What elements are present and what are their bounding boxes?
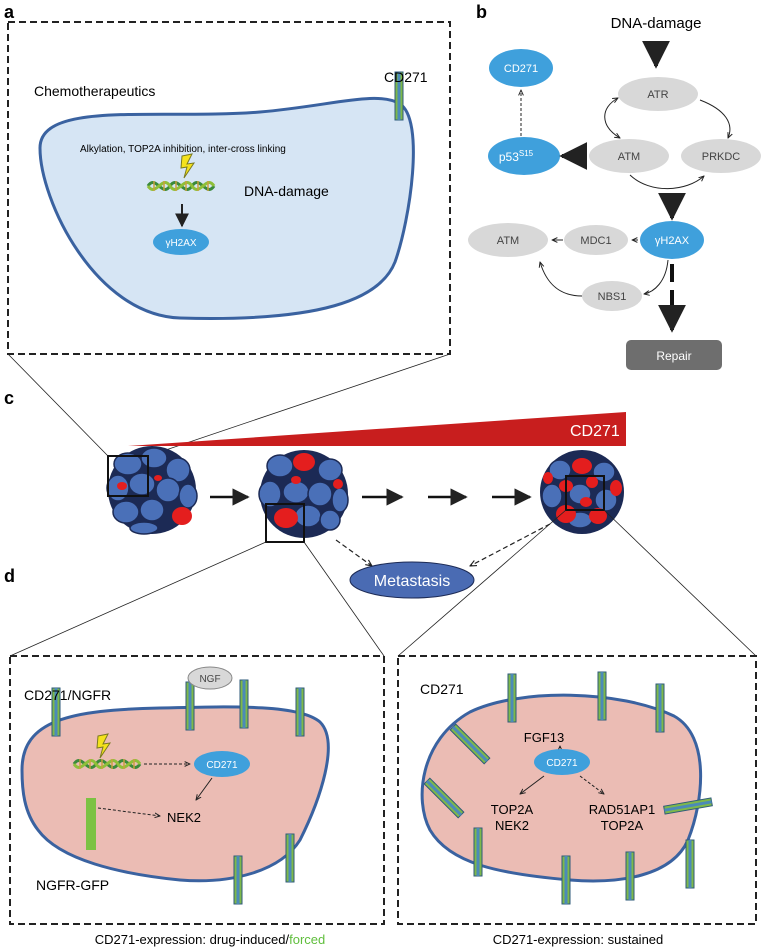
- prkdc-node: [681, 139, 761, 173]
- cd271-label-d-left: CD271: [206, 760, 238, 771]
- atm-label-2: ATM: [497, 235, 519, 247]
- receptor-icon: [597, 671, 607, 721]
- cd271-receptor-label: CD271: [384, 69, 428, 85]
- mdc1-node: [564, 225, 628, 255]
- target-right-2: TOP2A: [601, 818, 644, 833]
- cd271-gradient-label: CD271: [570, 423, 620, 440]
- metastasis-arrow-late: [470, 523, 551, 566]
- prkdc-label: PRKDC: [702, 151, 741, 163]
- zoom-box-mid: [265, 503, 305, 543]
- ngf-node: [187, 666, 233, 690]
- receptor-icon: [625, 851, 635, 901]
- ngfr-gfp-label: NGFR-GFP: [36, 877, 109, 893]
- caption-d-left: CD271-expression: drug-induced/forced: [95, 932, 326, 947]
- zoom-line-mid-left: [9, 541, 267, 657]
- atm-node: [589, 139, 669, 173]
- receptor-icon: [285, 833, 295, 883]
- nbs1-label: NBS1: [598, 291, 627, 303]
- atm-label: ATM: [618, 151, 640, 163]
- cd271-node-d-left: [194, 751, 250, 777]
- arrow-nbs1-atm: [540, 262, 583, 297]
- arrow-atr-prkdc: [699, 99, 730, 138]
- cell-body-d-left: [20, 705, 330, 883]
- caption-d-right: CD271-expression: sustained: [493, 932, 664, 947]
- zoom-box-early: [107, 455, 149, 497]
- panel-letter-b: b: [476, 2, 487, 22]
- nek2-label-d-left: NEK2: [167, 810, 201, 825]
- zoom-box-late: [565, 475, 605, 511]
- p53-node: [488, 137, 560, 175]
- receptor-icon: [685, 839, 695, 889]
- zoom-line-a-left: [7, 353, 109, 457]
- dna-damage-title: DNA-damage: [611, 15, 702, 32]
- metastasis-node: [349, 561, 475, 599]
- panel-letter-c: c: [4, 388, 14, 408]
- zoom-line-late-left: [397, 509, 567, 657]
- receptor-icon: [561, 855, 571, 905]
- cell-body-a: [38, 96, 415, 320]
- cd271-label-d-right: CD271: [546, 758, 578, 769]
- panel-a-frame: [7, 21, 451, 355]
- target-right-1: RAD51AP1: [589, 802, 655, 817]
- receptor-icon: [233, 855, 243, 905]
- cd271-node-b: [489, 49, 553, 87]
- gh2ax-label-a: γH2AX: [165, 238, 196, 249]
- metastasis-arrow-mid: [335, 539, 372, 566]
- tumor-early: [106, 446, 198, 535]
- repair-label: Repair: [656, 349, 691, 363]
- receptor-icon: [507, 673, 517, 723]
- tumor-late: [540, 450, 624, 534]
- cell-body-d-right: [420, 693, 703, 883]
- p53-label: p53S15: [499, 149, 534, 164]
- metastasis-label: Metastasis: [374, 573, 450, 590]
- cd271-label-b: CD271: [504, 63, 538, 75]
- panel-d-left-frame: [9, 655, 385, 925]
- panel-d-left-title: CD271/NGFR: [24, 687, 111, 703]
- receptor-icon: [239, 679, 249, 729]
- panel-letter-a: a: [4, 2, 15, 22]
- arrow-gfp-to-nek2: [97, 807, 160, 816]
- arrow-gh2ax-nbs1: [644, 259, 669, 294]
- gh2ax-label-b: γH2AX: [655, 235, 690, 247]
- gh2ax-node-a: [153, 229, 209, 255]
- zoom-line-a-right: [147, 353, 451, 457]
- receptor-icon: [473, 827, 483, 877]
- target-left-1: TOP2A: [491, 802, 534, 817]
- panel-d-right-title: CD271: [420, 681, 464, 697]
- atr-label: ATR: [647, 89, 668, 101]
- tumor-mid: [258, 450, 349, 538]
- gh2ax-node-b: [640, 221, 704, 259]
- arrow-cd271-to-left-targets: [520, 775, 545, 794]
- cd271-gradient-wedge: [128, 412, 626, 446]
- nbs1-node: [582, 281, 642, 311]
- atr-node: [618, 77, 698, 111]
- receptor-icon: [295, 687, 305, 737]
- mechanisms-label: Alkylation, TOP2A inhibition, inter-cros…: [80, 144, 286, 155]
- repair-box: [626, 340, 722, 370]
- arrow-atr-atm: [604, 98, 620, 138]
- arrow-cd271-to-nek2: [196, 777, 213, 800]
- receptor-icon: [655, 683, 665, 733]
- receptor-icon: [185, 681, 195, 731]
- zoom-line-late-right: [603, 509, 757, 657]
- target-left-2: NEK2: [495, 818, 529, 833]
- mdc1-label: MDC1: [580, 235, 611, 247]
- panel-letter-d: d: [4, 566, 15, 586]
- chemotherapeutics-label: Chemotherapeutics: [34, 83, 155, 99]
- ngf-label: NGF: [199, 674, 220, 685]
- dna-damage-label-a: DNA-damage: [244, 183, 329, 199]
- zoom-line-mid-right: [303, 541, 385, 657]
- cd271-node-d-right: [534, 749, 590, 775]
- ngfr-gfp-receptor: [86, 798, 96, 850]
- fgf13-label: FGF13: [524, 730, 564, 745]
- arrow-cd271-to-right-targets: [579, 775, 604, 794]
- panel-d-right-frame: [397, 655, 757, 925]
- atm-node-2: [468, 223, 548, 257]
- arrow-atm-prkdc: [629, 174, 704, 190]
